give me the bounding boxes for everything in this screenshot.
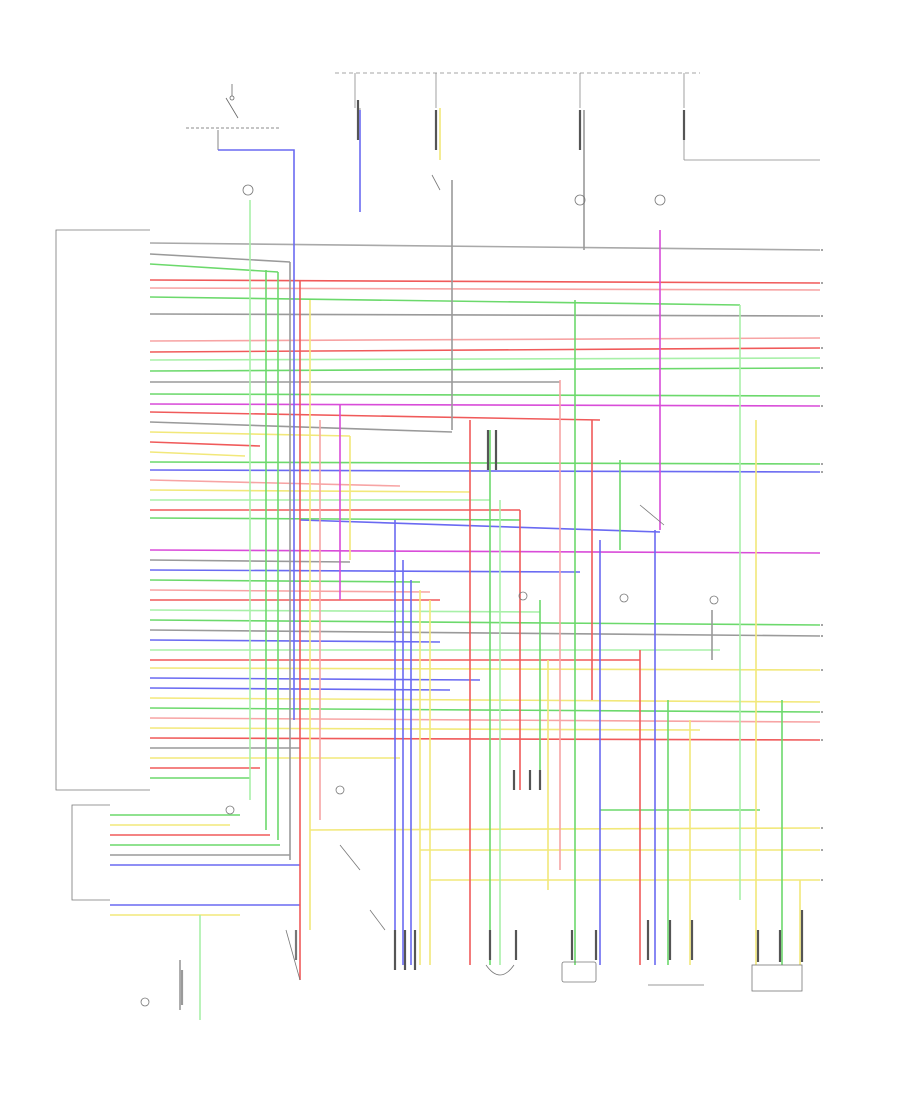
horizontal-wires [110,242,821,916]
transmission-control-module [55,229,150,901]
components [140,174,803,1007]
connector-stubs [180,100,804,1005]
ignition-switch [186,84,280,150]
terminal-marks [821,249,823,881]
vertical-wires [179,108,801,1020]
fuse-block-top [335,72,820,210]
